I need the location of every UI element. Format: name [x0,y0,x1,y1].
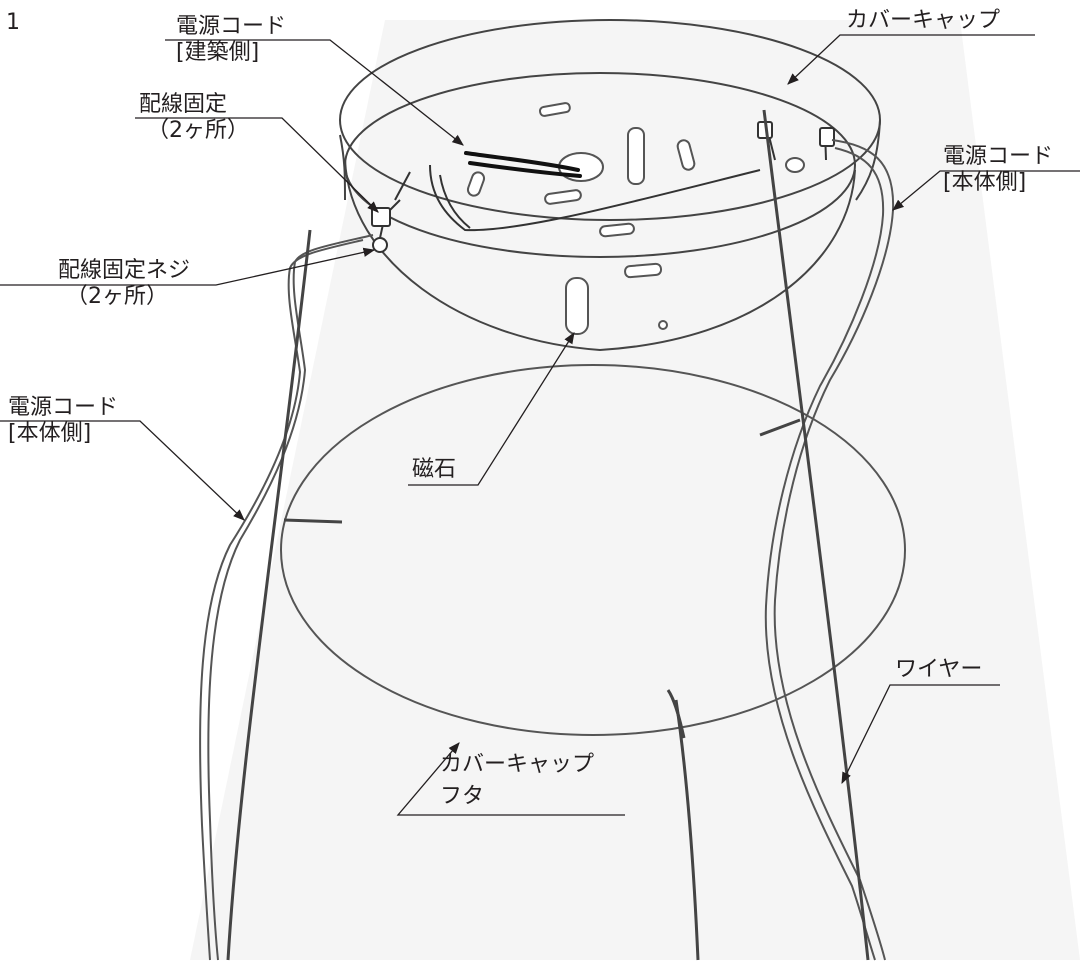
label-power-cord-building: 電源コード [建築側] [176,14,287,65]
label-power-cord-body-right: 電源コード [本体側] [943,144,1054,195]
label-wiring-fix: 配線固定 （2ヶ所） [139,92,249,143]
leader-cover-cap-lid [396,742,625,816]
leader-cover-cap [787,34,1035,85]
label-cover-cap-lid: カバーキャップ フタ [440,752,595,809]
leader-wire [841,684,1000,785]
wires [226,109,870,961]
leader-wiring-fix-screw [0,247,376,286]
page-number: 1 [6,10,20,35]
label-cover-cap: カバーキャップ [846,8,1001,33]
wiring-clamps [371,121,835,253]
leader-power-cord-building [165,39,464,146]
label-power-cord-body-left: 電源コード [本体側] [8,395,119,446]
label-wiring-fix-screw: 配線固定ネジ （2ヶ所） [58,258,191,309]
background-shade [190,20,1080,960]
leader-power-cord-body-left [0,420,245,521]
building-cord [464,151,582,178]
leader-magnet [408,332,575,486]
label-wire: ワイヤー [895,657,983,682]
leader-lines [0,34,1080,816]
label-magnet: 磁石 [412,457,457,482]
leader-power-cord-body-right [892,170,1080,211]
leader-wiring-fix [135,117,379,213]
